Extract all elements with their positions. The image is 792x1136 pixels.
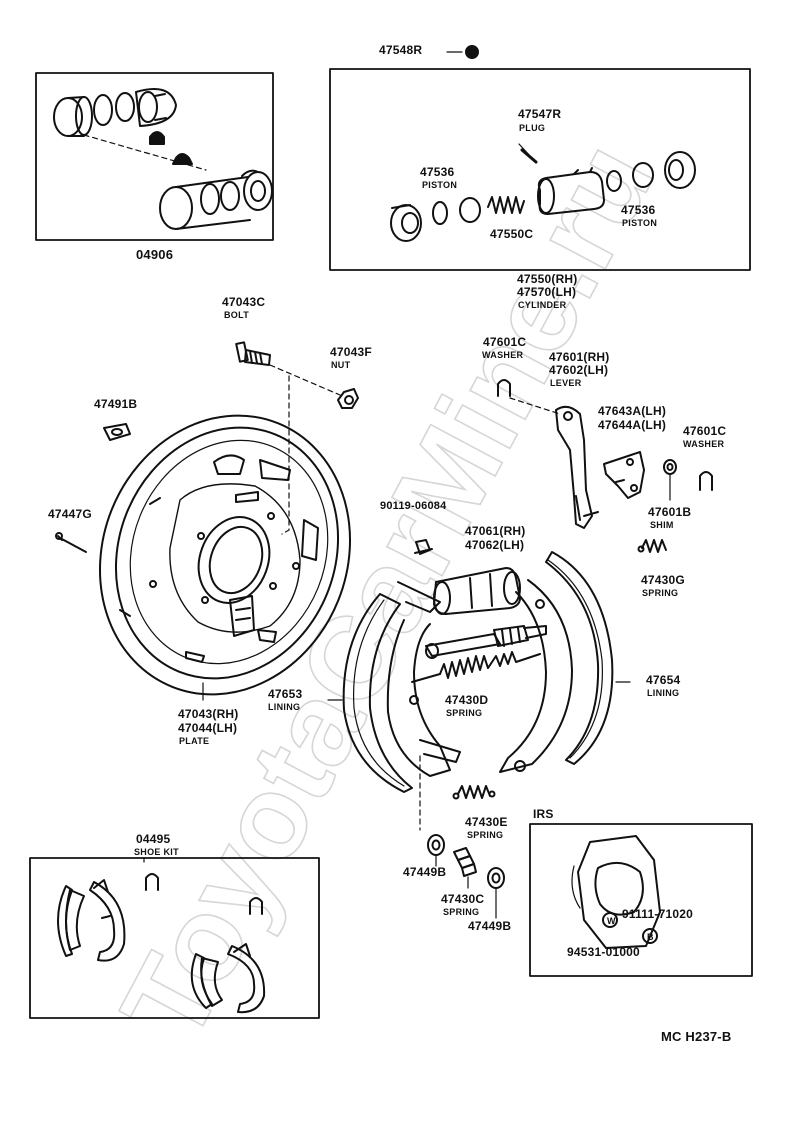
left-brake-shoe bbox=[327, 581, 461, 793]
spring-47430d bbox=[411, 651, 541, 683]
label-spring-d: SPRING bbox=[446, 708, 483, 718]
bolt-90119 bbox=[414, 539, 433, 555]
label-shim: SHIM bbox=[650, 520, 674, 530]
cylinder-assembly-box bbox=[329, 45, 751, 271]
label-47449b-right: 47449B bbox=[468, 919, 512, 933]
backing-plate bbox=[99, 414, 351, 701]
label-90119-06084: 90119-06084 bbox=[380, 500, 447, 512]
marker-b: B bbox=[647, 932, 654, 942]
label-spring-g: SPRING bbox=[642, 588, 679, 598]
label-47043-rh: 47043(RH) bbox=[178, 707, 239, 721]
label-47043f: 47043F bbox=[330, 345, 372, 359]
label-91111-71020: 91111-71020 bbox=[622, 907, 693, 921]
label-47570-lh: 47570(LH) bbox=[517, 285, 577, 299]
label-47430c: 47430C bbox=[441, 892, 485, 906]
parking-lever bbox=[555, 405, 599, 529]
washer-47601c-right bbox=[699, 471, 713, 491]
label-47601-rh: 47601(RH) bbox=[549, 350, 610, 364]
label-lever: LEVER bbox=[550, 378, 582, 388]
label-47550-rh: 47550(RH) bbox=[517, 272, 578, 286]
label-04906: 04906 bbox=[136, 247, 174, 262]
label-piston-left: PISTON bbox=[422, 180, 458, 190]
irs-box bbox=[529, 823, 753, 977]
label-47548r: 47548R bbox=[379, 43, 423, 57]
wheel-cylinder bbox=[433, 567, 521, 615]
label-47643a: 47643A(LH) bbox=[598, 404, 667, 418]
marker-w: W bbox=[607, 916, 616, 926]
spring-47430e bbox=[452, 785, 496, 800]
label-nut: NUT bbox=[331, 360, 351, 370]
label-plate: PLATE bbox=[179, 736, 210, 746]
label-47536-left: 47536 bbox=[420, 165, 455, 179]
label-47536-right: 47536 bbox=[621, 203, 656, 217]
adjuster-strut bbox=[425, 625, 547, 659]
label-94531-01000: 94531-01000 bbox=[567, 945, 640, 959]
spring-47430g bbox=[637, 539, 667, 553]
bolt-and-nut bbox=[235, 341, 359, 535]
shoe-kit-box bbox=[29, 857, 320, 1019]
label-washer-right: WASHER bbox=[683, 439, 725, 449]
label-47654: 47654 bbox=[646, 673, 681, 687]
diagram-code: MC H237-B bbox=[661, 1029, 732, 1044]
label-spring-e: SPRING bbox=[467, 830, 504, 840]
label-47601b: 47601B bbox=[648, 505, 692, 519]
label-47044-lh: 47044(LH) bbox=[178, 721, 238, 735]
clip-47491b bbox=[103, 423, 131, 441]
label-47430e: 47430E bbox=[465, 815, 508, 829]
shim-47601b bbox=[663, 459, 677, 501]
label-47062-lh: 47062(LH) bbox=[465, 538, 525, 552]
lever-plate bbox=[603, 451, 645, 499]
label-47653: 47653 bbox=[268, 687, 303, 701]
label-47547r: 47547R bbox=[518, 107, 562, 121]
label-plug: PLUG bbox=[519, 123, 546, 133]
label-lining-left: LINING bbox=[268, 702, 301, 712]
label-47602-lh: 47602(LH) bbox=[549, 363, 609, 377]
spring-cup-47449b bbox=[427, 834, 505, 919]
label-washer-left: WASHER bbox=[482, 350, 524, 360]
label-47430d: 47430D bbox=[445, 693, 489, 707]
label-shoe-kit: SHOE KIT bbox=[134, 847, 179, 857]
label-47061-rh: 47061(RH) bbox=[465, 524, 526, 538]
right-brake-shoe bbox=[499, 551, 631, 773]
label-47491b: 47491B bbox=[94, 397, 138, 411]
label-piston-right: PISTON bbox=[622, 218, 658, 228]
label-spring-c: SPRING bbox=[443, 907, 480, 917]
label-47043c: 47043C bbox=[222, 295, 266, 309]
label-04495: 04495 bbox=[136, 832, 171, 846]
label-47430g: 47430G bbox=[641, 573, 685, 587]
label-irs: IRS bbox=[533, 807, 554, 821]
cylinder-kit-box bbox=[35, 72, 274, 241]
label-cylinder: CYLINDER bbox=[518, 300, 567, 310]
spring-47430c bbox=[453, 847, 477, 889]
label-47550c: 47550C bbox=[490, 227, 534, 241]
label-47447g: 47447G bbox=[48, 507, 92, 521]
label-47601c-left: 47601C bbox=[483, 335, 527, 349]
washer-47601c-left bbox=[497, 379, 561, 415]
label-47449b-left: 47449B bbox=[403, 865, 447, 879]
label-47601c-right: 47601C bbox=[683, 424, 727, 438]
label-lining-right: LINING bbox=[647, 688, 680, 698]
pin-47447g bbox=[55, 532, 87, 553]
label-bolt: BOLT bbox=[224, 310, 250, 320]
label-47644a: 47644A(LH) bbox=[598, 418, 667, 432]
